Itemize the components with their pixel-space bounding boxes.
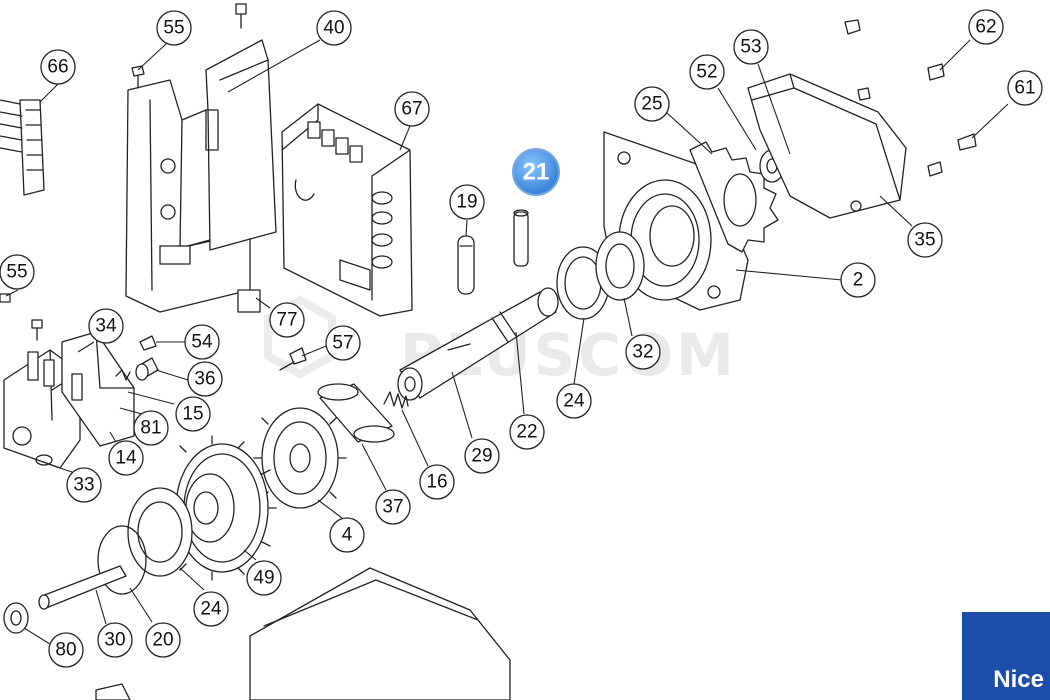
label-plate-drawing (237, 289, 261, 313)
callout-part-35[interactable]: 35 (907, 222, 943, 258)
limit-switch-assembly-drawing (3, 349, 81, 469)
callout-part-22[interactable]: 22 (509, 414, 545, 450)
control-board-drawing (281, 103, 413, 317)
callout-part-33[interactable]: 33 (66, 467, 102, 503)
callout-part-15[interactable]: 15 (175, 396, 211, 432)
callout-part-29[interactable]: 29 (464, 438, 500, 474)
motor-cover-drawing (249, 567, 511, 700)
ring-drawing (317, 383, 395, 443)
gear-cover-drawing (747, 73, 907, 219)
encoder-wheel-drawing (253, 407, 347, 509)
pin-57-drawing (279, 347, 307, 371)
callout-part-67[interactable]: 67 (394, 91, 430, 127)
upper-bearings-drawing (556, 231, 645, 320)
drive-shaft-drawing (397, 287, 559, 401)
connector-fragment-drawing (95, 683, 131, 700)
small-washer-drawing (3, 602, 29, 634)
lower-bearing-drawing (127, 487, 193, 577)
callout-part-32[interactable]: 32 (625, 334, 661, 370)
callout-part-61[interactable]: 61 (1007, 70, 1043, 106)
seal-ring-drawing (97, 525, 147, 595)
large-gear-drawing (175, 435, 277, 581)
callout-part-66[interactable]: 66 (40, 49, 76, 85)
callout-part-37[interactable]: 37 (375, 489, 411, 525)
callout-part-14[interactable]: 14 (108, 440, 144, 476)
cable-connector-drawing (0, 99, 45, 196)
callout-part-36[interactable]: 36 (187, 361, 223, 397)
callout-part-20[interactable]: 20 (145, 622, 181, 658)
callout-part-80[interactable]: 80 (48, 632, 84, 668)
callout-part-52[interactable]: 52 (689, 54, 725, 90)
callout-part-34[interactable]: 34 (88, 308, 124, 344)
pinion-gear-drawing (689, 141, 779, 253)
callout-part-16[interactable]: 16 (419, 464, 455, 500)
callout-part-81[interactable]: 81 (133, 410, 169, 446)
callout-part-55-left[interactable]: 55 (0, 254, 35, 290)
callout-part-53[interactable]: 53 (733, 29, 769, 65)
callout-part-25[interactable]: 25 (634, 86, 670, 122)
callout-part-40[interactable]: 40 (316, 10, 352, 46)
callout-part-49[interactable]: 49 (246, 560, 282, 596)
callout-part-19[interactable]: 19 (449, 184, 485, 220)
callout-part-57[interactable]: 57 (325, 325, 361, 361)
leader-lines (5, 39, 1009, 645)
callout-part-24-lower[interactable]: 24 (193, 591, 229, 627)
callout-part-2[interactable]: 2 (840, 262, 876, 298)
callout-part-62[interactable]: 62 (968, 9, 1004, 45)
callout-part-24-upper[interactable]: 24 (556, 383, 592, 419)
brand-logo: Nice (962, 612, 1050, 700)
screws-drawing (0, 3, 977, 341)
callout-part-21-selected[interactable]: 21 (512, 148, 560, 196)
spring-drawing (383, 391, 409, 409)
pin-21-drawing (513, 209, 529, 267)
bushing-36-drawing (135, 357, 159, 381)
callout-part-4[interactable]: 4 (329, 517, 365, 553)
bracket-housing-drawing (125, 39, 277, 313)
motor-cover-edge-drawing (263, 579, 479, 627)
callout-part-77[interactable]: 77 (269, 302, 305, 338)
callout-part-30[interactable]: 30 (97, 622, 133, 658)
callout-part-54[interactable]: 54 (184, 324, 220, 360)
brand-name: Nice (993, 666, 1044, 693)
screw-54-drawing (139, 335, 157, 351)
pin-19-drawing (457, 235, 475, 295)
output-shaft-drawing (38, 565, 127, 610)
callout-part-55[interactable]: 55 (156, 10, 192, 46)
